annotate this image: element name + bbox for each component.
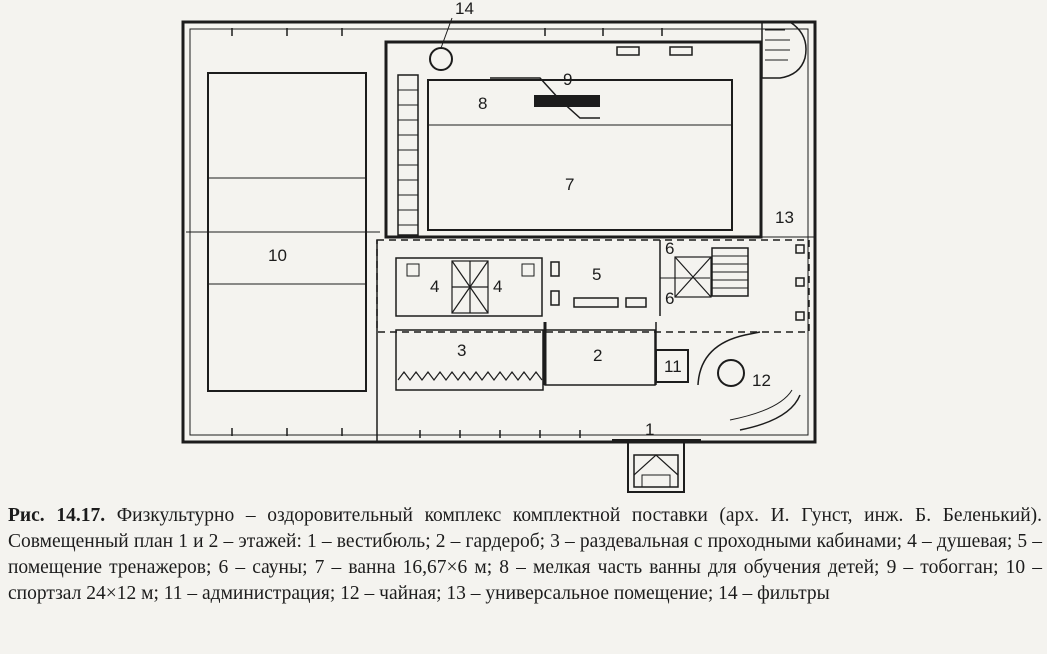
room-label-5: 5 (592, 265, 601, 284)
caption-label: Рис. 14.17. (8, 505, 106, 526)
room-label-11: 11 (664, 357, 682, 376)
room-label-3: 3 (457, 341, 466, 360)
room-label-1: 1 (645, 420, 654, 439)
room-label-2: 2 (593, 346, 602, 365)
room-label-13: 13 (775, 208, 794, 227)
caption-text: Физкультурно – оздоровительный комплекс … (8, 505, 1043, 604)
room-label-12: 12 (752, 371, 771, 390)
room-label-7: 7 (565, 175, 574, 194)
room-label-6b: 6 (665, 289, 674, 308)
upper-floor-outline (376, 239, 810, 333)
spiral-stair (761, 21, 807, 79)
pool-hall (384, 40, 763, 239)
pool-basin (427, 79, 733, 231)
room-label-8: 8 (478, 94, 487, 113)
floor-plan-drawing: 1 2 3 4 4 5 6 6 7 8 9 10 11 12 13 14 (181, 0, 817, 493)
room-vestibule (612, 439, 701, 493)
room-label-4a: 4 (430, 277, 439, 296)
room-label-9: 9 (563, 70, 572, 89)
filter-unit (429, 47, 453, 71)
room-label-14: 14 (455, 0, 474, 18)
toboggan-top (534, 95, 600, 107)
room-label-4b: 4 (493, 277, 502, 296)
room-label-6a: 6 (665, 239, 674, 258)
room-changing (395, 329, 544, 391)
outer-wall (181, 20, 817, 444)
room-showers (395, 257, 543, 317)
room-tea-room (717, 359, 745, 387)
room-label-10: 10 (268, 246, 287, 265)
figure-caption: Рис. 14.17. Физкультурно – оздоровительн… (8, 503, 1042, 607)
